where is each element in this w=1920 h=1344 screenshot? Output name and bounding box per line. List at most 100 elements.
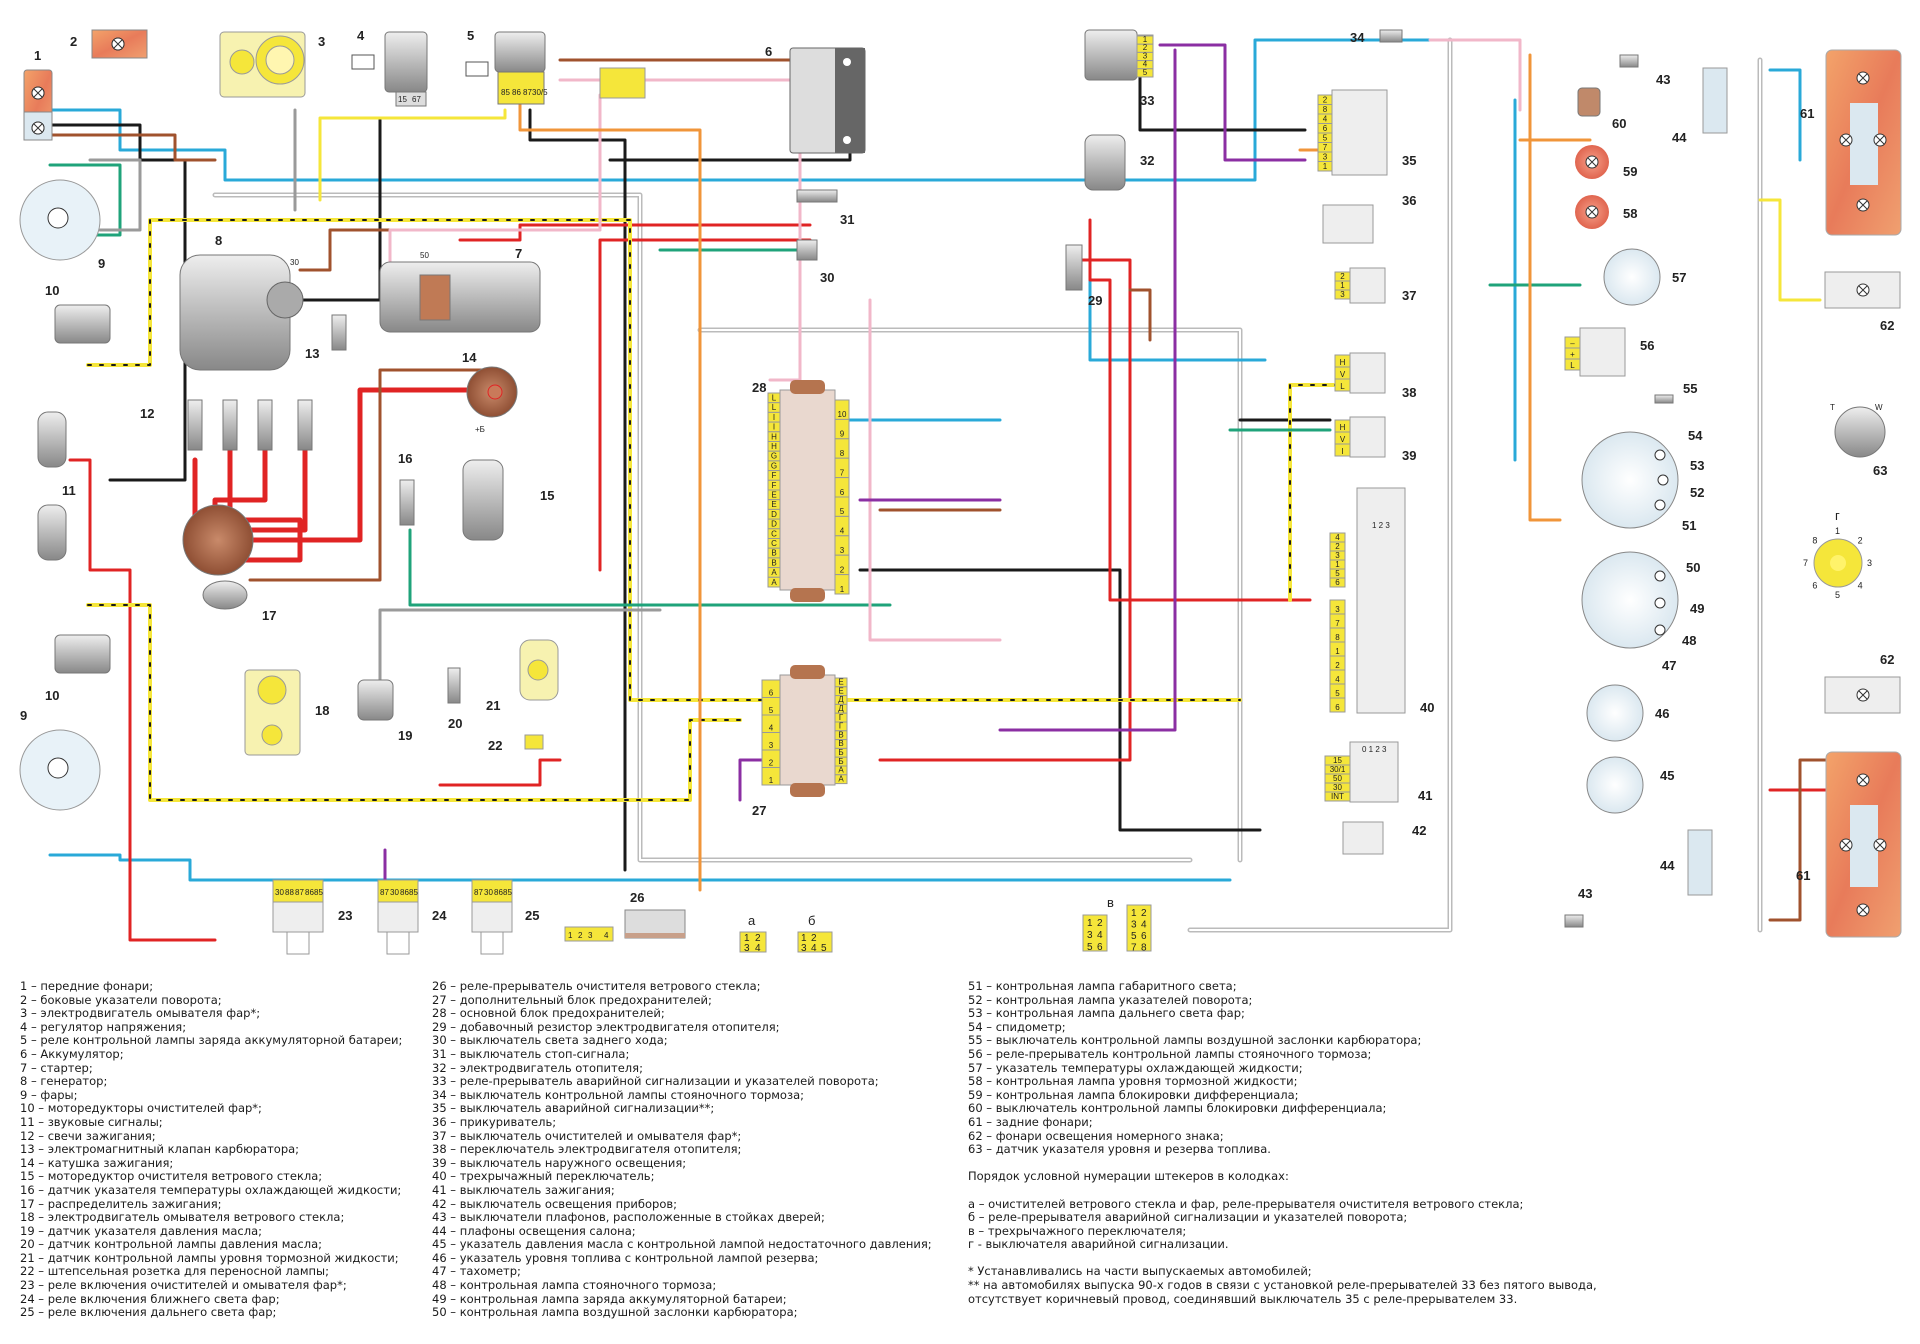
- label-50: 50: [1686, 560, 1700, 575]
- legend-item: 62 – фонари освещения номерного знака;: [968, 1128, 1224, 1143]
- pin-label: 3: [1335, 551, 1340, 560]
- coolant-temp-sender: [399, 479, 415, 526]
- legend-item: 57 – указатель температуры охлаждающей ж…: [968, 1060, 1303, 1075]
- high-beam-lamp: [1654, 449, 1666, 461]
- label-2-top: 2: [70, 34, 77, 49]
- door-switch-top: [1619, 54, 1639, 68]
- label-4: 4: [357, 28, 365, 43]
- pin-label: B: [771, 549, 776, 558]
- svg-text:в: в: [1107, 895, 1114, 910]
- svg-text:1 2 3: 1 2 3: [1372, 521, 1390, 530]
- legend-item: 7 – стартер;: [20, 1060, 93, 1075]
- label-17: 17: [262, 608, 276, 623]
- pin-label: G: [771, 452, 777, 461]
- windscreen-washer-motor: [244, 669, 301, 756]
- pin-label: A: [771, 568, 777, 577]
- pin-label: Е: [838, 678, 843, 687]
- legend-item: 37 – выключатель очистителей и омывателя…: [432, 1128, 742, 1143]
- label-11: 11: [62, 483, 76, 498]
- coolant-temp-gauge: [1603, 248, 1661, 306]
- label-51: 51: [1682, 518, 1696, 533]
- label-48: 48: [1682, 633, 1696, 648]
- inspection-lamp-socket: [524, 734, 544, 750]
- rear-light-bottom-reverse-lens: [1850, 805, 1878, 887]
- legend-item: 59 – контрольная лампа блокировки диффер…: [968, 1087, 1299, 1102]
- pin-label: 1: [1335, 647, 1340, 656]
- svg-text:87: 87: [523, 88, 532, 97]
- label-14: 14: [462, 350, 477, 365]
- handbrake-lamp-relay: –+L: [1564, 327, 1626, 377]
- pin-label: 9: [840, 430, 845, 439]
- svg-text:30: 30: [390, 888, 399, 897]
- pin-label: 7: [1323, 143, 1328, 152]
- pin-label: 3: [769, 741, 774, 750]
- pin-label: D: [771, 510, 777, 519]
- pin-label: 5: [1335, 689, 1340, 698]
- connector-pin: [761, 767, 781, 786]
- sidelight-lamp: [1654, 499, 1666, 511]
- pin-label: 5: [1335, 569, 1340, 578]
- connector-pin: [1324, 791, 1351, 802]
- legend-item: 38 – переключатель электродвигателя отоп…: [432, 1142, 742, 1157]
- pin-label: V: [1340, 370, 1346, 379]
- legend-item: 20 – датчик контрольной лампы давления м…: [20, 1237, 323, 1252]
- connector-pin-number: 4: [755, 943, 761, 954]
- fuel-level-sender: T W: [1830, 403, 1886, 458]
- label-47: 47: [1662, 658, 1676, 673]
- connector-pin-number: 6: [1812, 581, 1817, 591]
- bulb-icon: [1856, 773, 1870, 787]
- connector-pin: [767, 576, 781, 588]
- legend-item: 31 – выключатель стоп-сигнала;: [432, 1046, 630, 1061]
- horn-bottom: [37, 504, 67, 561]
- label-62-top: 62: [1880, 318, 1894, 333]
- svg-text:86: 86: [305, 888, 314, 897]
- pin-label: A: [771, 578, 777, 587]
- label-18: 18: [315, 703, 329, 718]
- connector-pin-number: 3: [801, 943, 807, 954]
- wiring-diagram: 1 2 3 15 67 4 85 86 87 30/5 5: [19, 28, 1902, 955]
- legend-item: 25 – реле включения дальнего света фар;: [20, 1305, 277, 1320]
- pin-label: H: [1340, 358, 1346, 367]
- oil-pressure-lamp-sender: [447, 667, 461, 704]
- legend-item: 54 – спидометр;: [968, 1019, 1066, 1034]
- connector-pin-number: 2: [755, 933, 761, 944]
- label-26: 26: [630, 890, 644, 905]
- label-41: 41: [1418, 788, 1432, 803]
- pin-label: 4: [840, 527, 845, 536]
- bulb-icon: [1585, 205, 1599, 219]
- legend-item: 26 – реле-прерыватель очистителя ветрово…: [432, 979, 761, 993]
- handbrake-lamp: [1654, 624, 1666, 636]
- legend-item: 45 – указатель давления масла с контроль…: [432, 1237, 932, 1252]
- pin-label: I: [773, 423, 775, 432]
- headlamp-top: [19, 179, 101, 261]
- dome-light-top: [1702, 67, 1728, 134]
- connector-pin-number: 2: [1141, 908, 1147, 919]
- legend-item: 22 – штепсельная розетка для переносной …: [20, 1264, 330, 1279]
- label-8: 8: [215, 233, 222, 248]
- pin-label: 6: [769, 688, 774, 697]
- pin-label: 1: [1323, 162, 1328, 171]
- bulb-icon: [1873, 838, 1887, 852]
- pin-label: 5: [1323, 133, 1328, 142]
- brake-light-switch: [796, 189, 838, 203]
- legend-item: 17 – распределитель зажигания;: [20, 1196, 222, 1211]
- svg-text:+Б: +Б: [475, 425, 485, 434]
- legend-column-3: 51 – контрольная лампа габаритного света…: [968, 979, 1597, 1306]
- label-23: 23: [338, 908, 352, 923]
- svg-text:г: г: [1835, 508, 1840, 523]
- charge-lamp: [1654, 597, 1666, 609]
- label-7: 7: [515, 246, 522, 261]
- pin-label: 3: [1143, 51, 1148, 60]
- svg-text:85: 85: [501, 88, 510, 97]
- label-53: 53: [1690, 458, 1704, 473]
- label-38: 38: [1402, 385, 1416, 400]
- label-32: 32: [1140, 153, 1154, 168]
- bulb-icon: [31, 121, 45, 135]
- exterior-lights-switch: HVI: [1334, 416, 1386, 458]
- pin-label: 3: [1335, 605, 1340, 614]
- svg-text:3: 3: [588, 931, 593, 940]
- legend-item: 21 – датчик контрольной лампы уровня тор…: [20, 1250, 399, 1265]
